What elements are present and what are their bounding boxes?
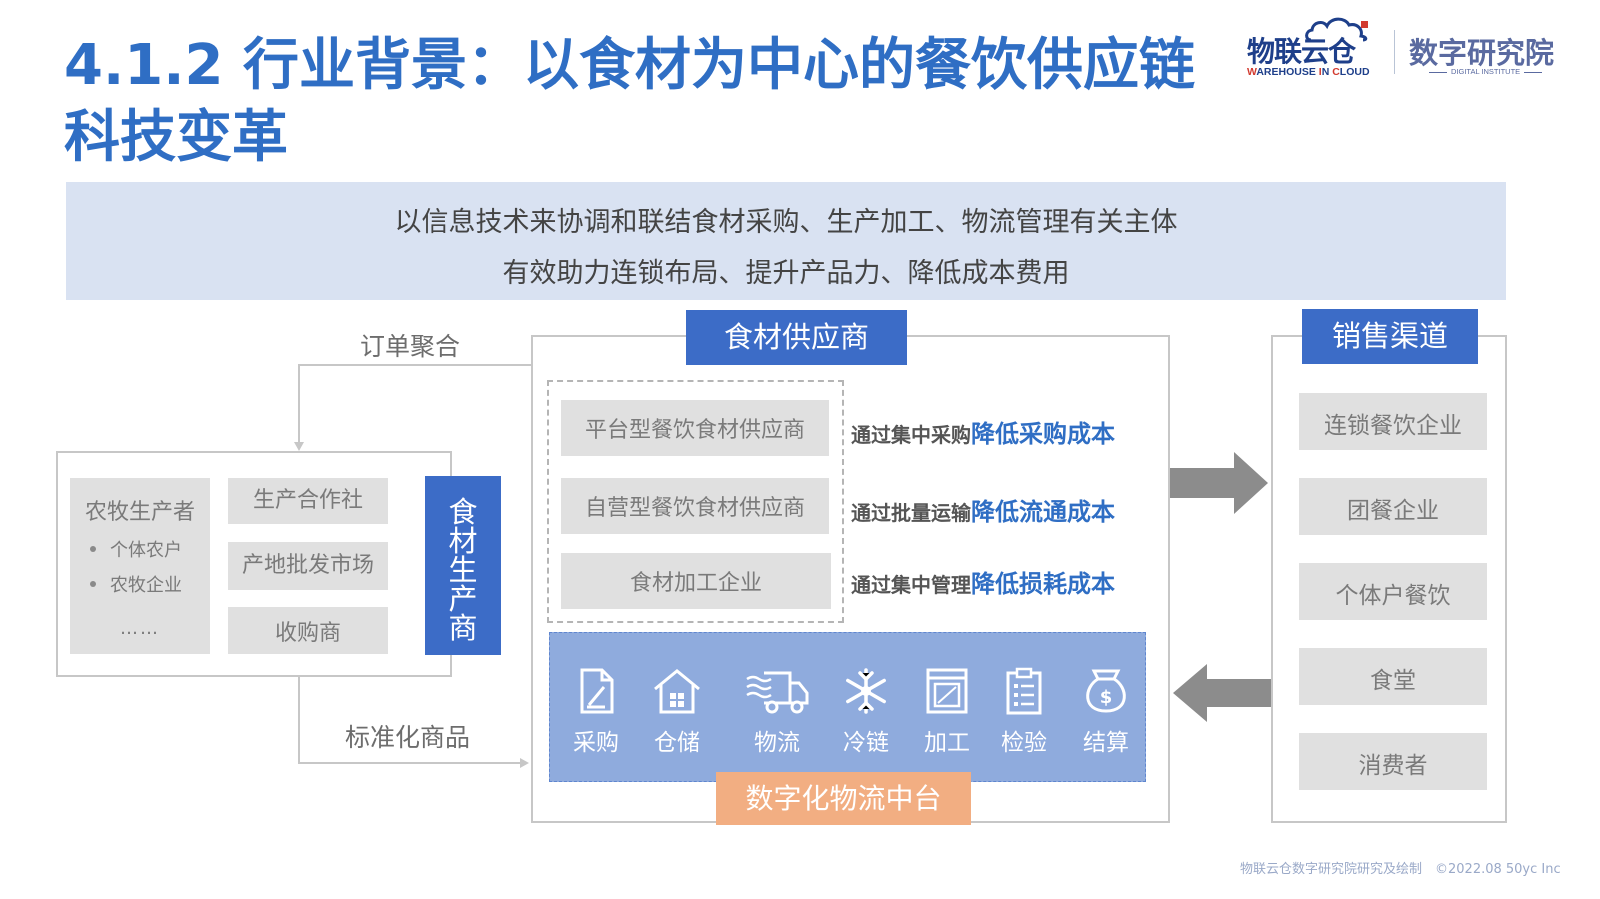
benefit-purchase-cost: 通过集中采购降低采购成本 <box>851 420 1115 448</box>
origin-market-box: 产地批发市场 <box>228 542 388 590</box>
processing-icon <box>926 668 968 714</box>
bullet-dot <box>90 581 96 587</box>
platform-label: 数字化物流中台 <box>716 772 971 825</box>
channel-item: 团餐企业 <box>1299 478 1487 535</box>
warehouse-icon <box>654 669 700 714</box>
institute-name: 数字研究院 <box>1409 36 1555 70</box>
standardized-goods-label: 标准化商品 <box>345 723 471 752</box>
function-warehouse: 仓储 <box>637 667 717 757</box>
banner-line-1: 以信息技术来协调和联结食材采购、生产加工、物流管理有关主体 <box>394 207 1178 238</box>
bullet-dot <box>90 546 96 552</box>
channel-item: 连锁餐饮企业 <box>1299 393 1487 450</box>
svg-text:$: $ <box>1100 687 1113 708</box>
channel-item: 食堂 <box>1299 648 1487 705</box>
supplier-types-frame <box>547 380 844 623</box>
page-title: 4.1.2 行业背景：以食材为中心的餐饮供应链科技变革 <box>64 33 1195 170</box>
purchase-icon <box>580 668 614 714</box>
food-producer-label: 食 材 生 产 商 <box>425 476 501 655</box>
channel-item: 个体户餐饮 <box>1299 563 1487 620</box>
clipboard-icon <box>1006 667 1042 715</box>
function-logistics: 物流 <box>737 667 817 757</box>
sales-channel-header: 销售渠道 <box>1302 309 1478 364</box>
benefit-loss-cost: 通过集中管理降低损耗成本 <box>851 570 1115 598</box>
cooperative-box: 生产合作社 <box>228 478 388 524</box>
supplier-type-platform: 平台型餐饮食材供应商 <box>561 400 829 456</box>
farmer-more: …… <box>120 618 160 639</box>
warehouse-in-cloud-logo: 物联云仓 WAREHOUSE IN CLOUD <box>1247 17 1382 84</box>
supplier-type-processing: 食材加工企业 <box>561 553 831 609</box>
truck-icon <box>746 671 809 714</box>
banner-line-2: 有效助力连锁布局、提升产品力、降低成本费用 <box>502 258 1070 289</box>
snowflake-icon <box>846 668 886 714</box>
summary-banner: 以信息技术来协调和联结食材采购、生产加工、物流管理有关主体 有效助力连锁布局、提… <box>66 182 1506 300</box>
logo-brand-name: 物联云仓 <box>1247 35 1356 68</box>
function-inspection: 检验 <box>984 667 1064 757</box>
supplier-header: 食材供应商 <box>686 310 907 365</box>
cloud-icon <box>1305 17 1368 42</box>
digital-logistics-platform: 采购 仓储 物流 冷链 <box>549 632 1146 782</box>
benefit-circulation-cost: 通过批量运输降低流通成本 <box>851 498 1115 526</box>
farmer-item: 个体农户 <box>90 536 182 562</box>
arrow-right-icon <box>1170 452 1268 514</box>
money-bag-icon: $ <box>1086 669 1126 713</box>
institute-subtitle: DIGITAL INSTITUTE <box>1425 67 1535 76</box>
farmer-box: 农牧生产者 个体农户 农牧企业 …… <box>70 478 210 654</box>
order-aggregation-label: 订单聚合 <box>360 332 461 361</box>
channel-item: 消费者 <box>1299 733 1487 790</box>
function-purchase: 采购 <box>556 667 636 757</box>
function-processing: 加工 <box>907 667 987 757</box>
function-settlement: $ 结算 <box>1066 667 1146 757</box>
digital-institute-logo: 数字研究院 DIGITAL INSTITUTE <box>1409 30 1554 80</box>
logo-divider <box>1394 30 1395 74</box>
arrow-left-icon <box>1173 664 1273 722</box>
supplier-type-self-operated: 自营型餐饮食材供应商 <box>561 478 829 534</box>
buyer-box: 收购商 <box>228 607 388 654</box>
function-cold-chain: 冷链 <box>826 667 906 757</box>
farmer-title: 农牧生产者 <box>84 500 195 525</box>
farmer-item: 农牧企业 <box>90 571 182 597</box>
logo-brand-subtitle: WAREHOUSE IN CLOUD <box>1247 66 1370 78</box>
footer-credit: 物联云仓数字研究院研究及绘制 ©2022.08 50yc Inc <box>1240 862 1561 877</box>
